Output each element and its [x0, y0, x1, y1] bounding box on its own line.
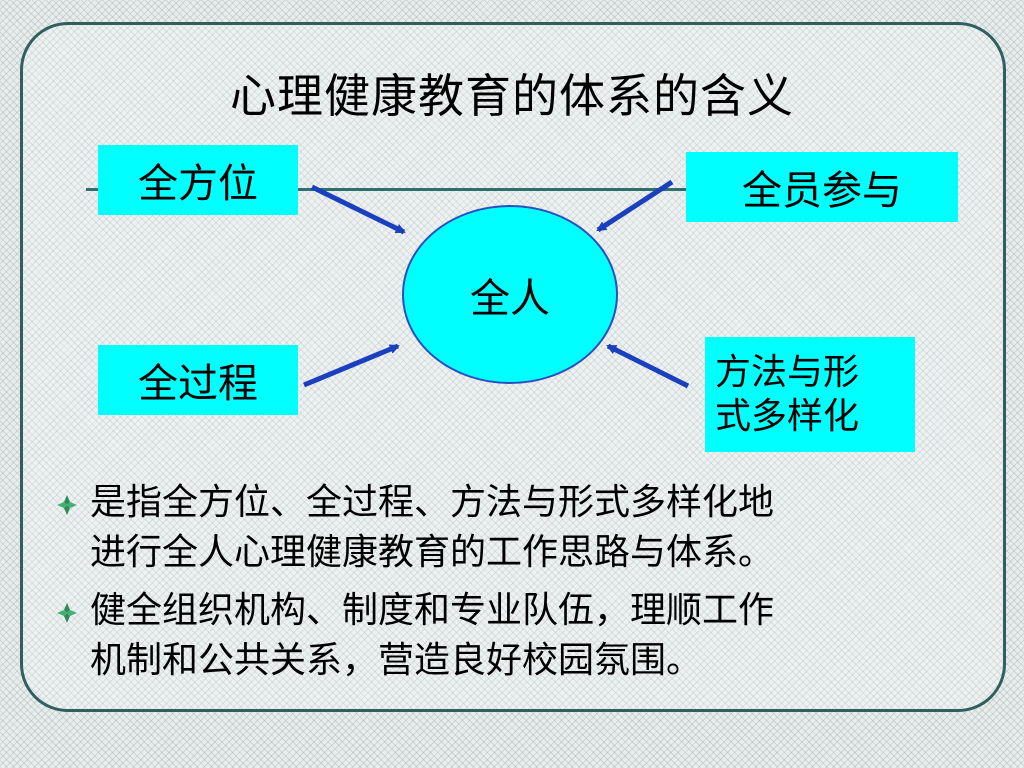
center-circle-whole-person: 全人 [402, 205, 618, 384]
arrow-bottom-right [606, 343, 690, 389]
box-diverse-methods-line1: 方法与形 [715, 351, 860, 393]
bullet-line: 机制和公共关系，营造良好校园氛围。 [90, 640, 703, 681]
bullet-line: 进行全人心理健康教育的工作思路与体系。 [90, 532, 775, 573]
slide-title: 心理健康教育的体系的含义 [230, 69, 794, 123]
arrow-top-right [596, 179, 674, 233]
bullet-line: 健全组织机构、制度和专业队伍，理顺工作 [90, 590, 775, 631]
box-whole-process: 全过程 [98, 345, 298, 415]
box-diverse-methods-line2: 式多样化 [715, 395, 860, 437]
box-all-participation: 全员参与 [686, 152, 958, 222]
bullet-line: 是指全方位、全过程、方法与形式多样化地 [90, 482, 775, 523]
bullet-list: 是指全方位、全过程、方法与形式多样化地 进行全人心理健康教育的工作思路与体系。 … [56, 478, 976, 694]
arrow-bottom-left [303, 343, 400, 388]
divider-line [86, 188, 942, 191]
bullet-item: 是指全方位、全过程、方法与形式多样化地 进行全人心理健康教育的工作思路与体系。 [56, 478, 976, 578]
diamond-bullet-icon [57, 603, 77, 623]
box-all-aspects: 全方位 [98, 145, 298, 215]
arrow-top-left [310, 184, 406, 235]
bullet-item: 健全组织机构、制度和专业队伍，理顺工作 机制和公共关系，营造良好校园氛围。 [56, 586, 976, 686]
box-diverse-methods: 方法与形 式多样化 [705, 337, 915, 452]
diamond-bullet-icon [57, 495, 77, 515]
